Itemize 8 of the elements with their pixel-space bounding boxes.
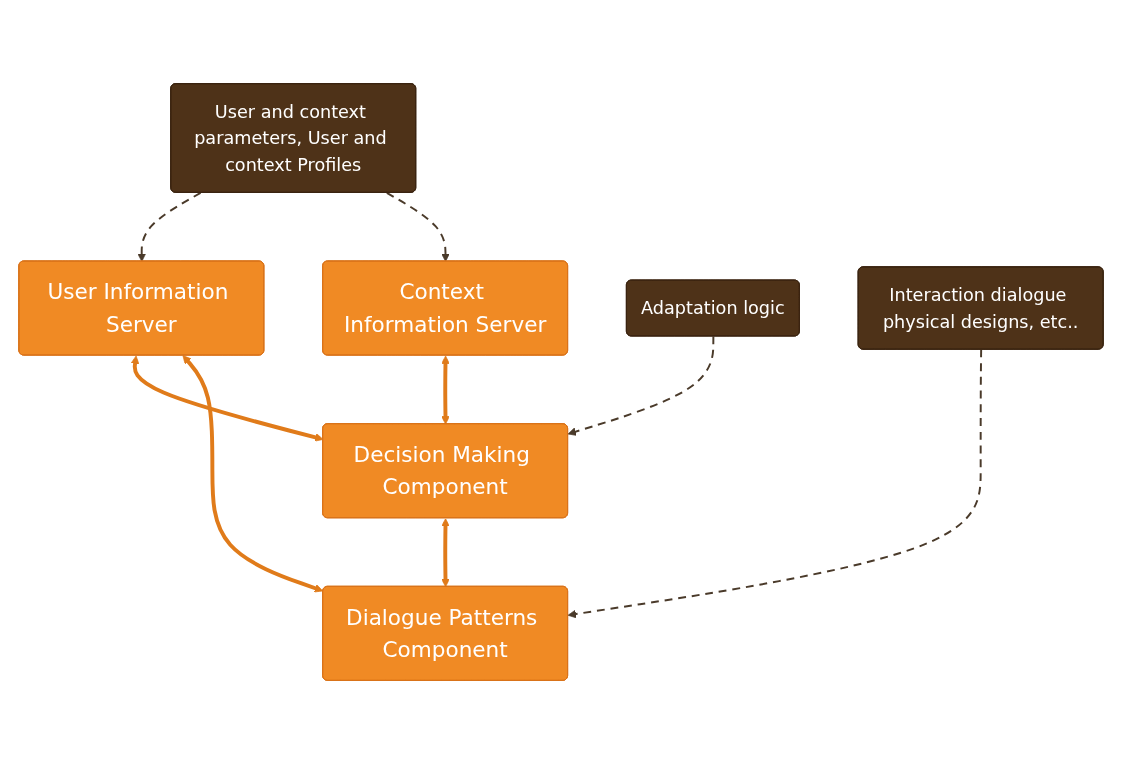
arrow	[136, 191, 202, 262]
arrow	[130, 355, 323, 442]
arrow	[385, 191, 450, 262]
arrow	[440, 518, 450, 588]
arrow	[567, 348, 982, 619]
arrow	[567, 335, 714, 436]
arrow	[440, 355, 450, 425]
arrow	[182, 355, 323, 593]
